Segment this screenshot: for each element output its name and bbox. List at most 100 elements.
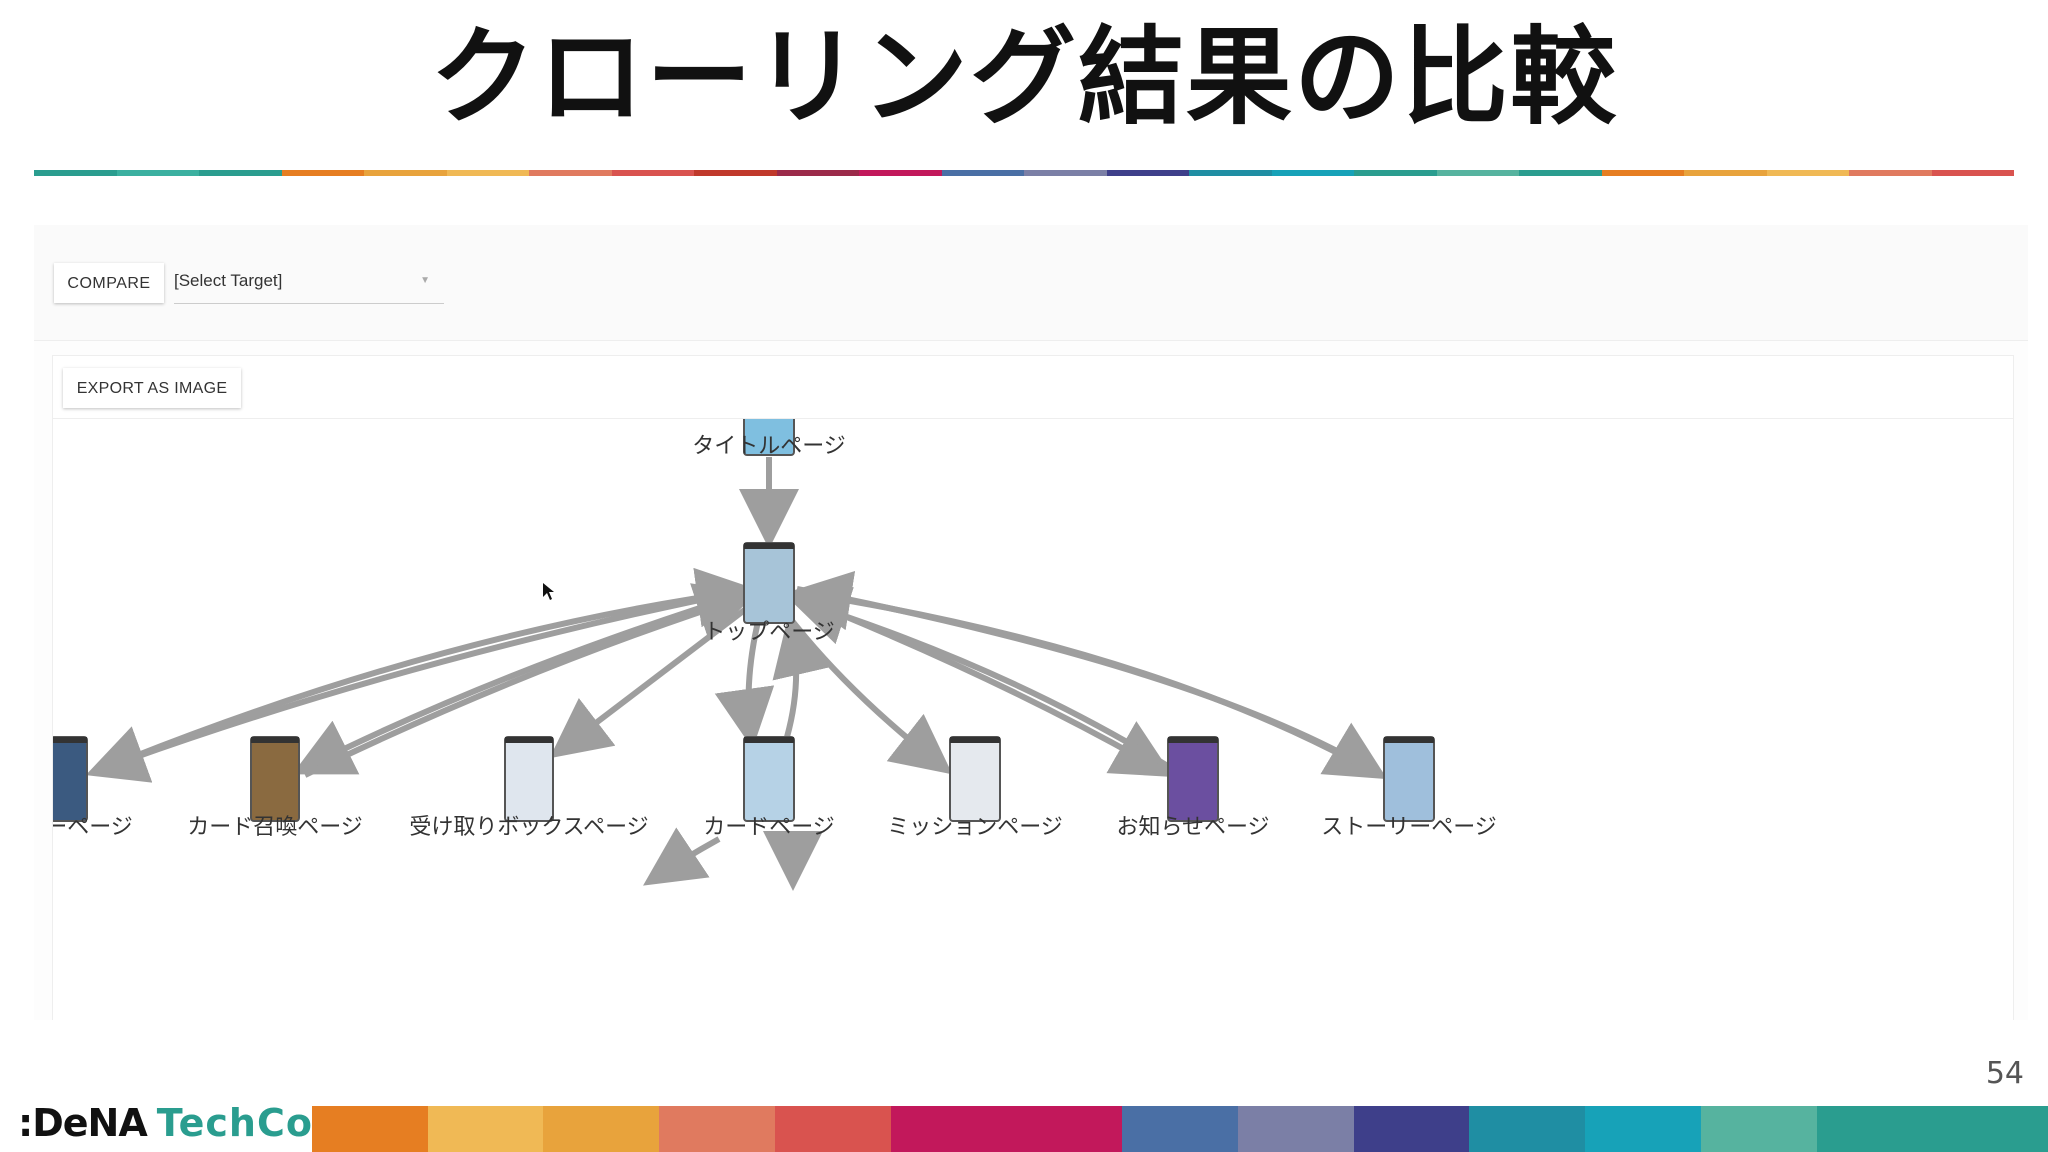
edge-gacha-top	[303, 583, 757, 778]
node-thumbnail	[743, 542, 795, 624]
node-thumbnail-statusbar	[744, 543, 794, 549]
title-rule-segment	[1106, 170, 1189, 176]
node-label: カード召喚ページ	[187, 815, 363, 840]
footer-bar-segment	[1469, 1106, 1586, 1152]
compare-toolbar: COMPARE [Select Target] ▼	[34, 225, 2028, 341]
graph-node-mission[interactable]: ミッションページ	[887, 736, 1063, 840]
node-thumbnail-statusbar	[1168, 737, 1218, 743]
graph-canvas[interactable]: タイトルページトップページーページ カード召喚ページ 受け取りボックスページ カードペ…	[53, 418, 2013, 1020]
node-label: ストーリーページ	[1321, 815, 1497, 840]
title-rule-segment	[611, 170, 694, 176]
logo-techcon: TechCon	[156, 1101, 342, 1145]
title-rule-segment	[529, 170, 612, 176]
node-label: お知らせページ	[1116, 815, 1269, 840]
title-rule-segment	[1849, 170, 1932, 176]
title-rule-segment	[859, 170, 942, 176]
footer-bar-segment	[1932, 1106, 2048, 1152]
footer-bar-segment	[1700, 1106, 1817, 1152]
node-thumbnail-statusbar	[251, 737, 299, 743]
title-rule-segment	[199, 170, 282, 176]
node-thumbnail-statusbar	[950, 737, 1000, 743]
title-rule-segment	[364, 170, 447, 176]
graph-node-gacha[interactable]: カード召喚ページ	[187, 736, 363, 840]
footer-bar-segment	[1353, 1106, 1470, 1152]
page-number: 54	[1985, 1056, 2024, 1091]
graph-node-top[interactable]: トップページ	[703, 542, 835, 645]
node-thumbnail	[1167, 736, 1219, 822]
footer-bar-segment	[1585, 1106, 1701, 1152]
graph-node-box[interactable]: 受け取りボックスページ	[409, 736, 649, 840]
node-label: トップページ	[703, 620, 835, 645]
footer-bar-segment	[543, 1106, 660, 1152]
graph-node-title[interactable]: タイトルページ	[692, 419, 846, 459]
graph-node-story[interactable]: ストーリーページ	[1321, 736, 1497, 840]
edge-story-top	[791, 570, 1377, 776]
graph-panel: EXPORT AS IMAGE タイトルページトップページーページ カード召喚ペー…	[52, 355, 2014, 1020]
footer-bar-segment	[659, 1106, 775, 1152]
title-rule-segment	[1354, 170, 1437, 176]
footer-bar-segment	[1237, 1106, 1354, 1152]
node-thumbnail	[743, 736, 795, 822]
graph-node-p1[interactable]: ーページ	[53, 736, 133, 840]
title-rule-segment	[116, 170, 199, 176]
title-rule-segment	[281, 170, 364, 176]
app-screenshot: COMPARE [Select Target] ▼ EXPORT AS IMAG…	[34, 225, 2028, 1020]
export-as-image-button[interactable]: EXPORT AS IMAGE	[63, 368, 241, 408]
footer-bar-segment	[774, 1106, 891, 1152]
title-rule	[34, 170, 2014, 176]
target-select[interactable]: [Select Target] ▼	[174, 263, 444, 304]
node-thumbnail-statusbar	[1384, 737, 1434, 743]
title-rule-segment	[1766, 170, 1849, 176]
node-thumbnail	[53, 736, 88, 822]
title-rule-segment	[694, 170, 777, 176]
node-thumbnail-statusbar	[53, 737, 87, 743]
edge-top-story	[796, 586, 1388, 780]
footer-bar-segment	[1006, 1106, 1123, 1152]
node-thumbnail-statusbar	[505, 737, 553, 743]
dena-techcon-logo: :DeNA TechCon 2018	[18, 1100, 374, 1146]
chevron-down-icon: ▼	[420, 275, 430, 286]
node-thumbnail-statusbar	[744, 737, 794, 743]
title-rule-segment	[941, 170, 1024, 176]
node-label: カードページ	[703, 815, 835, 840]
edge-top-gacha	[292, 588, 754, 775]
footer-bar-segment	[1122, 1106, 1238, 1152]
title-rule-segment	[1601, 170, 1684, 176]
graph-edges	[85, 457, 1388, 891]
edge-top-card	[714, 608, 775, 749]
node-label: ミッションページ	[887, 815, 1063, 840]
compare-button[interactable]: COMPARE	[54, 263, 164, 303]
footer-color-bar	[312, 1106, 2048, 1152]
node-thumbnail	[949, 736, 1001, 822]
title-rule-segment	[1271, 170, 1354, 176]
graph-node-card[interactable]: カードページ	[703, 736, 835, 840]
node-label: タイトルページ	[692, 434, 846, 459]
mouse-cursor-icon	[543, 583, 554, 600]
target-select-value: [Select Target]	[174, 271, 283, 290]
title-rule-segment	[1436, 170, 1519, 176]
edge-card-top	[772, 615, 832, 738]
title-rule-segment	[34, 170, 117, 176]
edge-news-top	[787, 586, 1181, 776]
footer-bar-segment	[427, 1106, 544, 1152]
title-rule-segment	[446, 170, 529, 176]
edge-card-down-1	[643, 827, 721, 886]
node-thumbnail	[250, 736, 300, 822]
edge-card-down-2	[762, 830, 823, 891]
node-label: ーページ	[53, 815, 133, 840]
node-label: 受け取りボックスページ	[409, 815, 648, 840]
edge-p1-top	[91, 567, 757, 776]
logo-dena: :DeNA	[18, 1101, 148, 1145]
title-rule-segment	[776, 170, 859, 176]
node-thumbnail	[743, 419, 795, 456]
node-thumbnail	[1383, 736, 1435, 822]
slide-title: クローリング結果の比較	[430, 16, 1618, 139]
title-rule-segment	[1024, 170, 1107, 176]
graph-node-news[interactable]: お知らせページ	[1116, 736, 1270, 840]
footer-bar-segment	[890, 1106, 1007, 1152]
title-rule-segment	[1189, 170, 1272, 176]
title-rule-segment	[1519, 170, 1602, 176]
title-rule-segment	[1684, 170, 1767, 176]
